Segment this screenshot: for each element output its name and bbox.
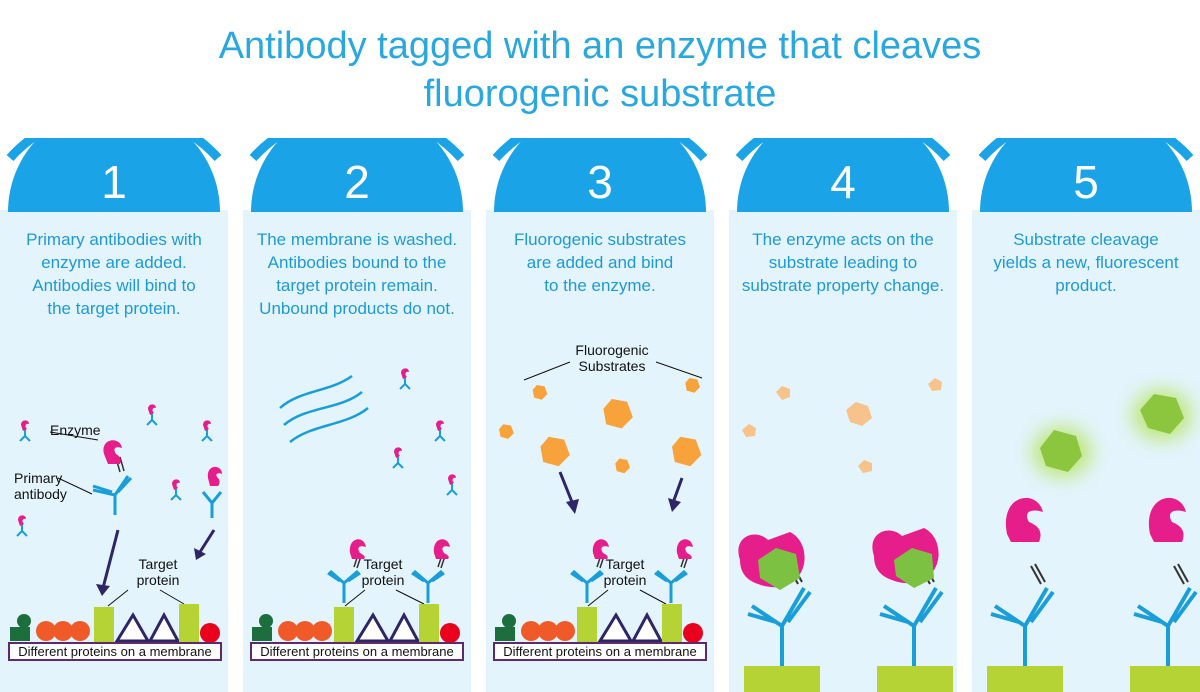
membrane-label-2: Different proteins on a membrane [250,642,464,661]
step-1-number: 1 [101,156,127,208]
target-protein-label-1: Target protein [136,556,180,588]
panel-5-illustration [987,389,1200,692]
page-title: Antibody tagged with an enzyme that clea… [0,22,1200,118]
step-4-arc [735,138,951,212]
step-4-text: The enzyme acts on the substrate leading… [741,230,945,295]
membrane-label-3: Different proteins on a membrane [493,642,707,661]
step-2-arc [249,138,465,212]
step-5-text: Substrate cleavage yields a new, fluores… [993,230,1179,295]
step-1-text: Primary antibodies with enzyme are added… [26,230,202,318]
target-protein-label-2: Target protein [361,556,405,588]
step-2-text: The membrane is washed. Antibodies bound… [256,230,458,318]
membrane-label-1: Different proteins on a membrane [8,642,222,661]
step-3-number: 3 [587,156,613,208]
panel-2-illustration [252,367,460,643]
antibody-with-enzyme [92,440,133,515]
panel-1-illustration [10,403,223,643]
title-line-2: fluorogenic substrate [423,73,777,115]
primary-antibody-label: Primary antibody [14,470,67,502]
step-panel-4: The enzyme acts on the substrate leading… [729,210,957,692]
panel-4-illustration [738,378,953,692]
step-5-number: 5 [1073,156,1099,208]
step-2-number: 2 [344,156,370,208]
fluorogenic-substrates-label: Fluorogenic Substrates [575,342,649,374]
enzyme-label: Enzyme [50,422,101,438]
title-line-1: Antibody tagged with an enzyme that clea… [218,25,982,67]
panel-3-illustration [495,361,703,643]
target-protein-label-3: Target protein [603,556,647,588]
step-3-text: Fluorogenic substrates are added and bin… [514,230,686,295]
step-1-arc [6,138,222,212]
antibody-free [201,466,223,518]
step-3-arc [492,138,708,212]
step-4-number: 4 [830,156,856,208]
step-5-arc [978,138,1194,212]
